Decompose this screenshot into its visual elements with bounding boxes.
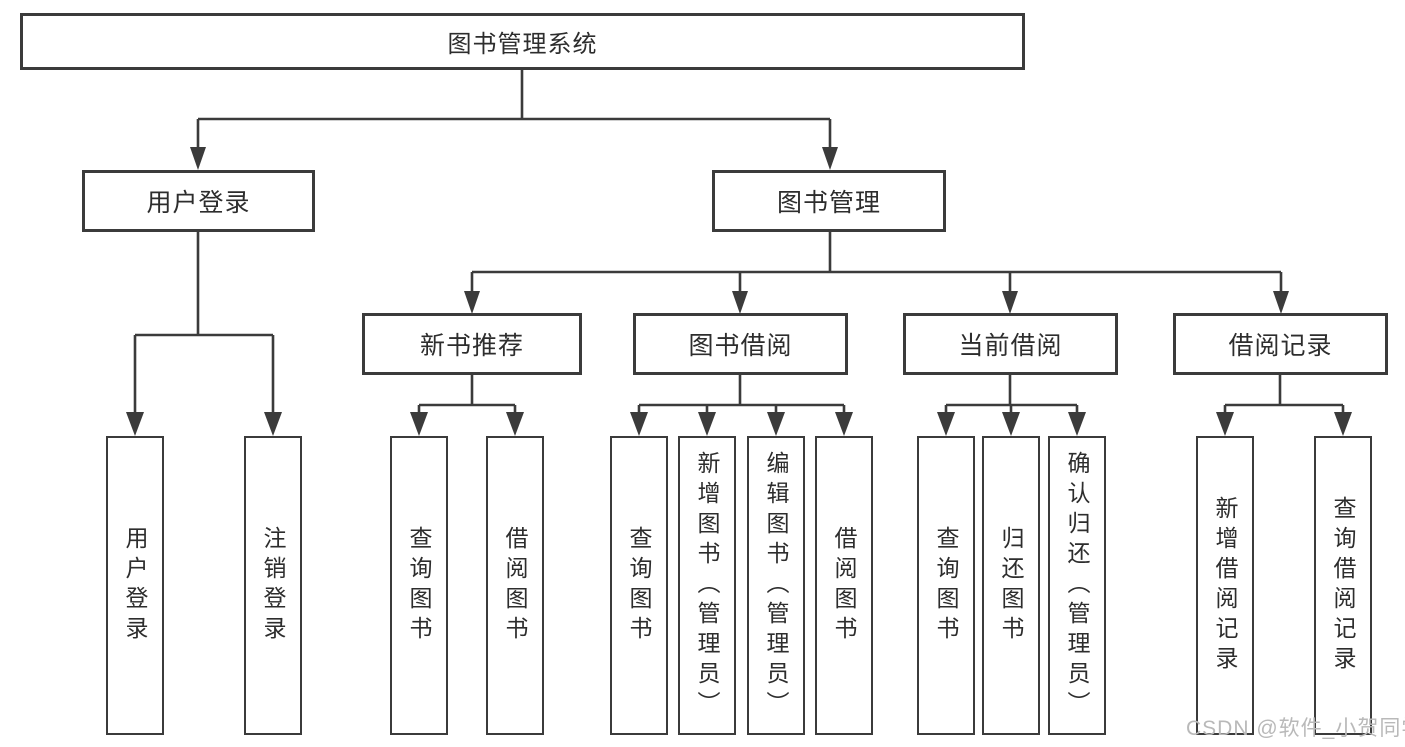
leaf-query-books-recommend: 查询图书	[390, 436, 448, 735]
arrowhead-icons	[126, 147, 1352, 436]
leaf-borrow-books: 借阅图书	[815, 436, 873, 735]
leaf-add-books-admin: 新增图书（管理员）	[678, 436, 736, 735]
leaf-borrow-books-recommend: 借阅图书	[486, 436, 544, 735]
leaf-query-books-borrow: 查询图书	[610, 436, 668, 735]
node-new-book-recommend: 新书推荐	[362, 313, 582, 375]
leaf-logout: 注销登录	[244, 436, 302, 735]
node-current-borrowing: 当前借阅	[903, 313, 1118, 375]
leaf-edit-books-admin: 编辑图书（管理员）	[747, 436, 805, 735]
leaf-query-borrow-record: 查询借阅记录	[1314, 436, 1372, 735]
leaf-user-login: 用户登录	[106, 436, 164, 735]
csdn-watermark: CSDN @软件_小贺同学	[1186, 717, 1405, 740]
node-book-management: 图书管理	[712, 170, 946, 232]
leaf-confirm-return-admin: 确认归还（管理员）	[1048, 436, 1106, 735]
leaf-return-books: 归还图书	[982, 436, 1040, 735]
node-user-login: 用户登录	[82, 170, 315, 232]
node-system-root: 图书管理系统	[20, 13, 1025, 70]
leaf-query-books-current: 查询图书	[917, 436, 975, 735]
leaf-add-borrow-record: 新增借阅记录	[1196, 436, 1254, 735]
node-borrowing-records: 借阅记录	[1173, 313, 1388, 375]
node-book-borrowing: 图书借阅	[633, 313, 848, 375]
